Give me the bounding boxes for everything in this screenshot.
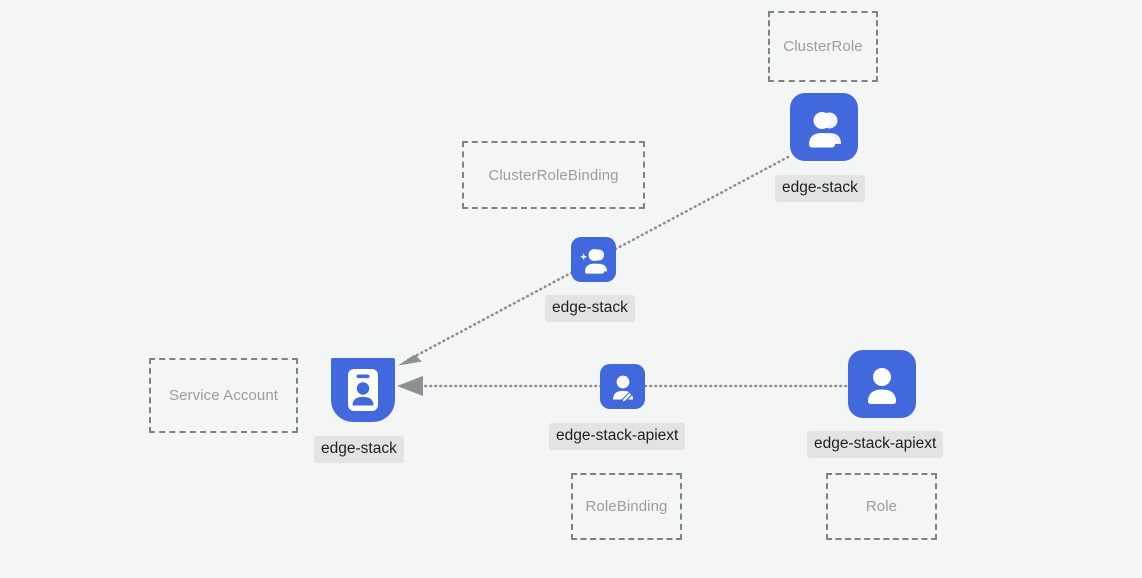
kind-box-clusterrolebinding: ClusterRoleBinding	[462, 141, 645, 209]
kind-box-label: Role	[865, 498, 898, 515]
node-label-service-account: edge-stack	[314, 436, 404, 463]
node-label-role: edge-stack-apiext	[807, 431, 944, 458]
kind-box-service-account: Service Account	[149, 358, 298, 433]
edge-arrowhead-horizontal	[397, 376, 423, 396]
group-users-icon[interactable]	[790, 93, 858, 161]
kind-box-label: ClusterRoleBinding	[488, 166, 619, 184]
id-badge-icon[interactable]	[331, 358, 395, 422]
person-edit-icon[interactable]	[600, 364, 645, 409]
kind-box-label: Service Account	[168, 387, 279, 404]
node-label-clusterrole: edge-stack	[775, 175, 865, 202]
node-label-clusterrolebinding: edge-stack	[545, 295, 635, 322]
node-label-rolebinding: edge-stack-apiext	[549, 423, 686, 450]
edge-arrowhead-diagonal	[398, 354, 422, 366]
person-add-icon[interactable]	[571, 237, 616, 282]
kind-box-rolebinding: RoleBinding	[571, 473, 682, 540]
kind-box-label: RoleBinding	[585, 498, 668, 515]
kind-box-label: ClusterRole	[783, 38, 863, 55]
person-icon[interactable]	[848, 350, 916, 418]
kind-box-clusterrole: ClusterRole	[768, 11, 878, 82]
kind-box-role: Role	[826, 473, 937, 540]
